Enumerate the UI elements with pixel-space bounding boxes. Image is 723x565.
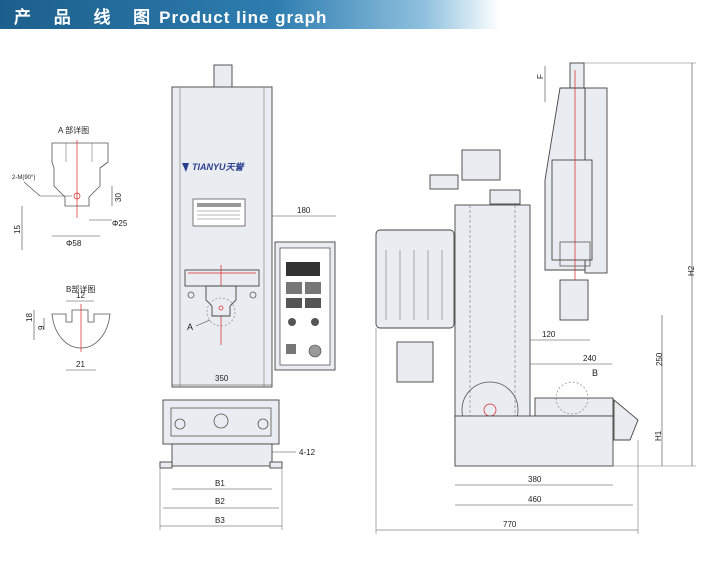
detail-a: A 部详图 2-M(90°) 30 Φ25 15 Φ58 <box>12 125 128 250</box>
control-readout-right <box>305 298 321 308</box>
front-foot-right <box>269 461 283 469</box>
side-w770: 770 <box>503 520 517 529</box>
front-button-right <box>257 418 269 430</box>
detail-a-d58: Φ58 <box>66 239 82 248</box>
control-meter-left <box>286 282 302 294</box>
front-base-inset <box>170 407 272 437</box>
front-cylinder-top <box>213 64 233 90</box>
control-knob-left <box>288 318 296 326</box>
side-valve <box>461 149 501 181</box>
detail-a-thread-label: 2-M(90°) <box>12 175 35 181</box>
header-banner: 产 品 线 图Product line graph <box>0 0 500 29</box>
side-pump <box>396 341 434 383</box>
front-foot-left <box>159 461 173 469</box>
front-a-marker: A <box>187 322 193 332</box>
detail-a-profile <box>51 142 109 207</box>
front-w180: 180 <box>297 206 311 215</box>
control-dial <box>308 344 322 358</box>
detail-a-hole <box>73 192 81 200</box>
front-stand <box>171 443 273 467</box>
side-base <box>454 415 614 467</box>
front-slot-label: 4-12 <box>299 448 316 457</box>
control-box: 180 <box>272 206 336 371</box>
side-foot-pedal <box>613 399 639 441</box>
detail-b-profile <box>51 309 111 349</box>
side-f-label: F <box>536 74 545 79</box>
front-body <box>171 86 273 388</box>
front-b2: B2 <box>215 497 225 506</box>
front-head-bolt-right <box>249 291 257 299</box>
detail-a-thread-arrow <box>23 181 41 197</box>
front-b3: B3 <box>215 516 225 525</box>
title-cn: 产 品 线 图 <box>14 8 160 27</box>
detail-b-h18: 18 <box>25 313 34 322</box>
side-h2: H2 <box>687 265 696 276</box>
side-manifold <box>489 189 521 205</box>
side-w380: 380 <box>528 475 542 484</box>
detail-a-h15: 15 <box>13 225 22 234</box>
control-knob-right <box>311 318 319 326</box>
front-ram <box>205 285 237 317</box>
side-cylinder-lower <box>559 241 591 267</box>
front-b1: B1 <box>215 479 225 488</box>
control-switch <box>286 344 296 354</box>
side-valve-fitting <box>429 174 459 190</box>
side-cylinder <box>551 159 593 261</box>
detail-a-title: A 部详图 <box>58 125 89 135</box>
side-h250: 250 <box>655 352 664 366</box>
detail-b: B部详图 12 18 9 21 <box>25 284 111 371</box>
control-display <box>286 262 320 276</box>
front-head-block <box>184 269 260 287</box>
page-title: 产 品 线 图Product line graph <box>14 3 327 28</box>
detail-a-d25: Φ25 <box>112 219 128 228</box>
side-worktable <box>534 397 614 417</box>
detail-b-title: B部详图 <box>66 284 95 294</box>
detail-a-h30: 30 <box>114 193 123 202</box>
brand-logo-text: TIANYU天誉 <box>192 162 245 172</box>
front-w350: 350 <box>215 374 229 383</box>
brand-logo: TIANYU天誉 <box>182 162 245 172</box>
side-h1: H1 <box>654 430 663 441</box>
detail-b-w21: 21 <box>76 360 85 369</box>
side-view: F 120 250 240 <box>375 62 696 534</box>
detail-b-w12: 12 <box>76 291 85 300</box>
side-ram <box>559 279 589 321</box>
title-en: Product line graph <box>159 8 328 27</box>
side-w240: 240 <box>583 354 597 363</box>
control-meter-right <box>305 282 321 294</box>
detail-b-callout-circle <box>555 381 589 415</box>
detail-a-callout-leader <box>195 319 211 327</box>
control-readout-left <box>286 298 302 308</box>
front-view: TIANYU天誉 A 350 4-12 <box>159 64 316 530</box>
side-w460: 460 <box>528 495 542 504</box>
brand-logo-mark <box>182 163 189 172</box>
side-w120: 120 <box>542 330 556 339</box>
nameplate-line-1 <box>197 203 241 207</box>
front-button-center <box>213 413 229 429</box>
front-button-left <box>174 418 186 430</box>
front-base <box>162 399 280 445</box>
front-ram-hole <box>218 305 224 311</box>
side-b-marker: B <box>592 368 598 378</box>
detail-a-callout-circle <box>206 297 236 327</box>
side-motor <box>375 229 455 329</box>
front-head-bolt-left <box>187 291 195 299</box>
detail-b-h9: 9 <box>37 325 46 330</box>
